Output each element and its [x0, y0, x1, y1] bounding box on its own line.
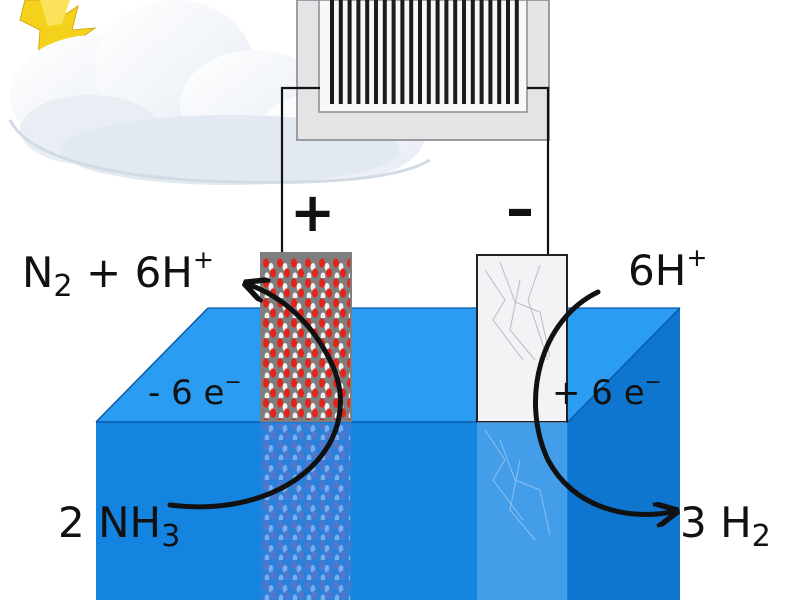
- solar-cell-stripe: [506, 0, 510, 104]
- cathode-electron-label: + 6 e−: [552, 369, 662, 413]
- circuit-wires: [280, 86, 550, 255]
- solar-cell-stripe: [338, 0, 343, 104]
- solar-cell-stripe: [453, 0, 458, 104]
- reduction-arrow: [533, 289, 672, 514]
- solar-cell-stripe: [347, 0, 352, 104]
- solar-cell-stripe: [444, 0, 449, 104]
- solar-cell-stripe: [391, 0, 396, 104]
- cathode-polarity: –: [506, 177, 534, 242]
- solar-cell-stripe: [382, 0, 387, 104]
- solar-cell-stripe: [409, 0, 414, 104]
- hydrogen-label: 3 H2: [680, 498, 771, 555]
- solar-cell-stripe: [330, 0, 334, 104]
- oxidation-arrow: [167, 285, 343, 510]
- anode-electrode: [260, 252, 352, 600]
- solar-cell-stripe: [374, 0, 378, 104]
- nitrogen-formula: N2: [22, 248, 73, 305]
- anode-product-label: N2 + 6H+: [22, 245, 214, 305]
- solar-cells: [330, 0, 519, 104]
- solar-cell-stripe: [479, 0, 484, 104]
- anode-polarity: +: [290, 181, 336, 244]
- solar-cell-stripe: [462, 0, 466, 104]
- solar-cell-stripe: [426, 0, 431, 104]
- cathode-proton-label: 6H+: [628, 243, 708, 295]
- solar-cell-stripe: [418, 0, 422, 104]
- solar-cell-stripe: [514, 0, 519, 104]
- solar-cell-stripe: [470, 0, 475, 104]
- electrolyte-tank: [95, 307, 681, 600]
- anode-proton-formula: 6H+: [134, 245, 214, 297]
- ammonia-label: 2 NH3: [58, 498, 181, 555]
- solar-cell-stripe: [365, 0, 370, 104]
- cathode-electrode: [476, 254, 568, 600]
- solar-panel-icon: [296, 0, 550, 141]
- solar-cell-stripe: [400, 0, 405, 104]
- anode-electron-label: - 6 e−: [148, 369, 242, 413]
- solar-cell-stripe: [488, 0, 493, 104]
- solar-cell-stripe: [497, 0, 502, 104]
- solar-cell-stripe: [435, 0, 440, 104]
- solar-cell-stripe: [356, 0, 361, 104]
